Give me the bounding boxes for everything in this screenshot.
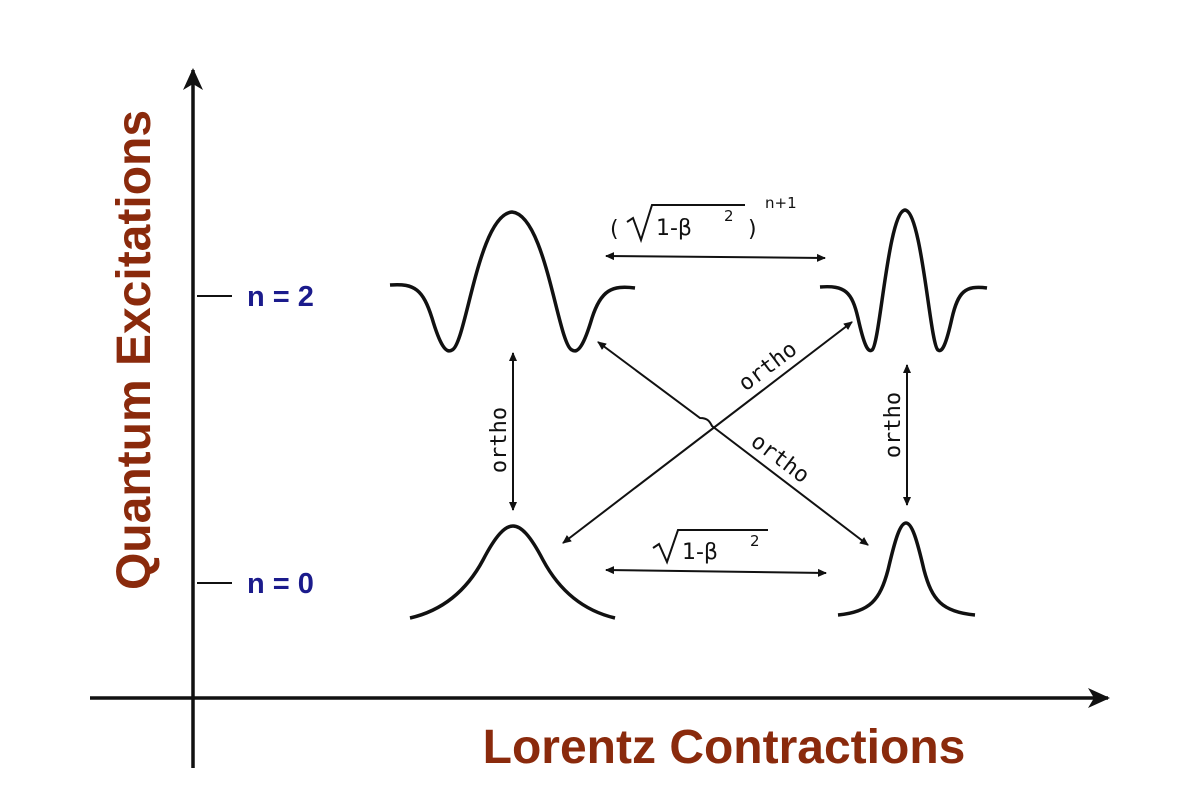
top-formula-exponent: n+1	[765, 194, 797, 212]
wave-n2-narrow	[819, 208, 988, 353]
level-label-n0: n = 0	[247, 568, 314, 600]
ortho-label-left: ortho	[487, 407, 512, 473]
top-formula-main: 1-β	[656, 216, 692, 241]
wave-n0-wide	[409, 524, 616, 620]
top-formula-close-paren: )	[748, 217, 757, 242]
diagonal-arrow-lower-left-to-upper-right	[562, 321, 853, 544]
wave-n2-wide	[389, 210, 636, 353]
top-formula-power: 2	[724, 207, 734, 225]
diagonal-arrow-upper-left-to-lower-right	[597, 341, 869, 546]
top-formula: ( 1-β 2 ) n+1	[610, 194, 797, 244]
bottom-formula: 1-β 2	[652, 529, 768, 565]
ortho-label-right: ortho	[881, 392, 906, 458]
bottom-formula-main: 1-β	[682, 540, 718, 565]
x-axis-title: Lorentz Contractions	[483, 721, 966, 774]
bottom-formula-radical	[652, 529, 768, 565]
top-formula-radical	[626, 204, 745, 244]
wave-n0-narrow	[837, 521, 976, 617]
level-label-n2: n = 2	[247, 281, 314, 313]
bottom-formula-power: 2	[750, 532, 760, 550]
top-horizontal-arrow	[605, 252, 826, 262]
y-axis-title: Quantum Excitations	[108, 110, 161, 590]
top-formula-open-paren: (	[610, 217, 619, 242]
bottom-horizontal-arrow	[605, 566, 827, 577]
